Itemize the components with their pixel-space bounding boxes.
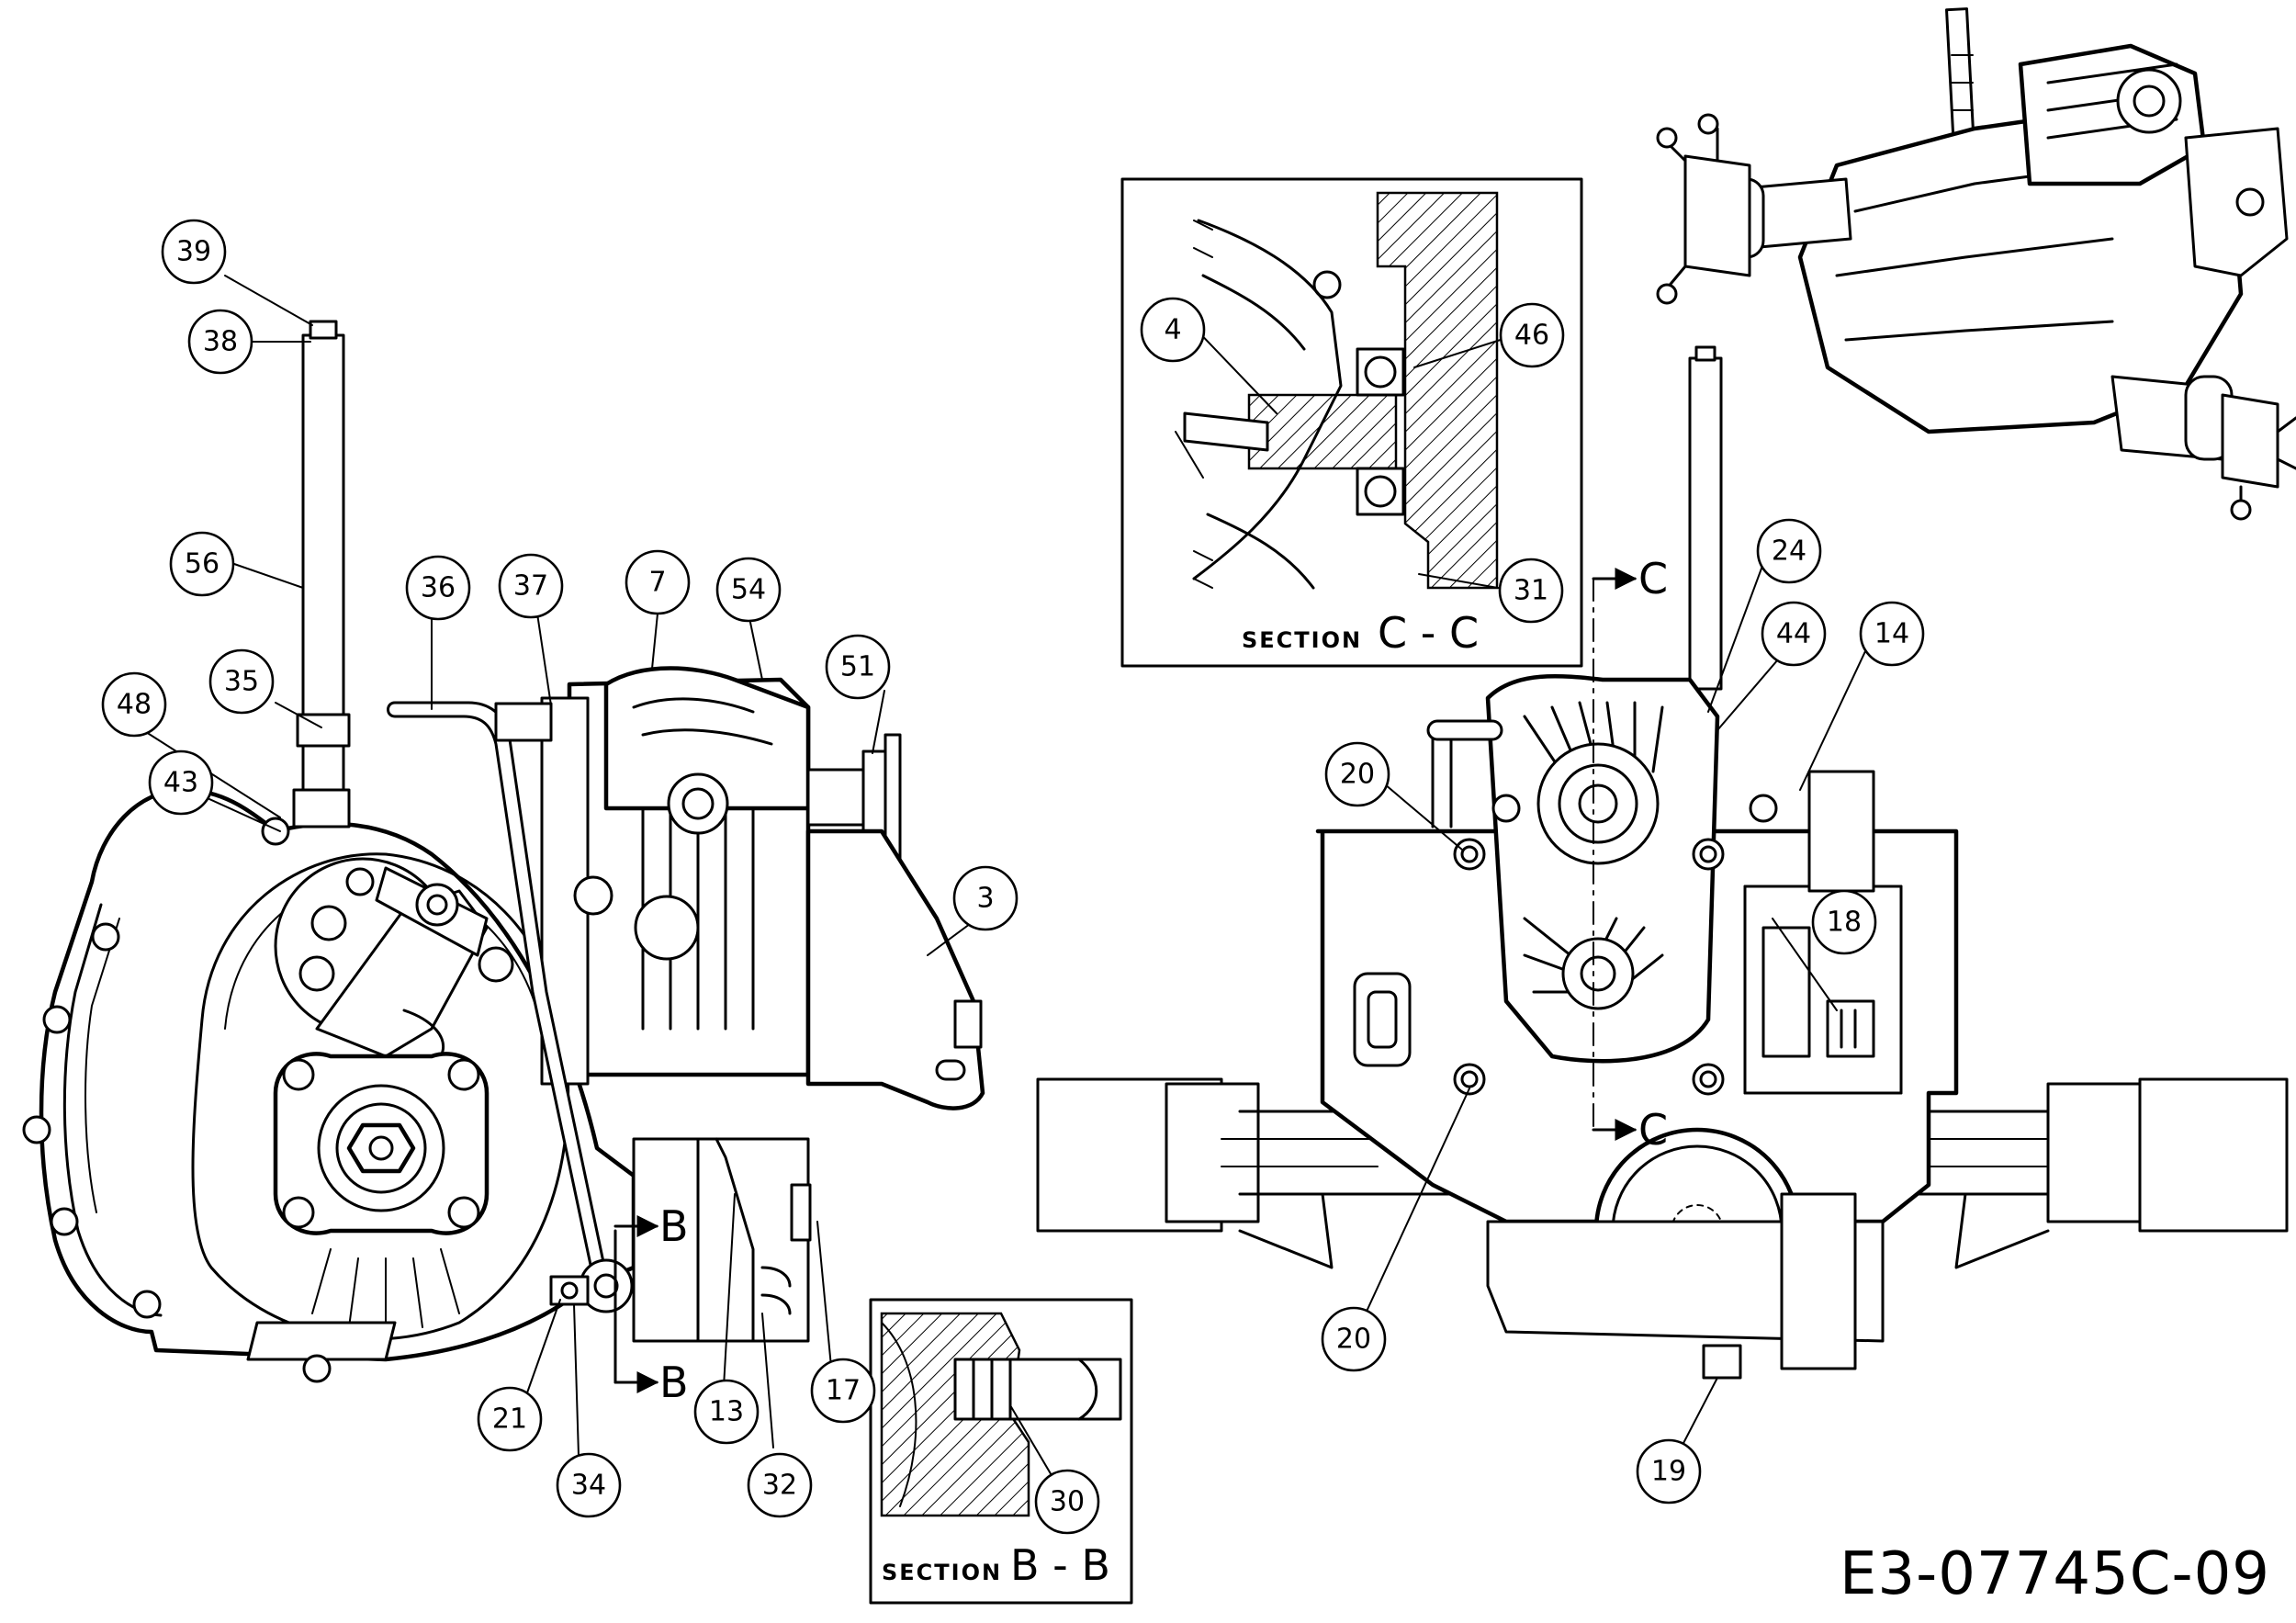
callout-21: 21 [477,1386,543,1452]
housing-bolts [22,817,290,1319]
callout-43: 43 [148,750,214,816]
section-b-marker-top: B [659,1201,689,1251]
callout-13: 13 [693,1379,760,1445]
callout-30: 30 [1034,1469,1100,1535]
svg-text:48: 48 [117,689,152,721]
callouts: 39 38 56 35 48 43 36 37 7 54 51 3 21 34 … [101,219,1925,1535]
callout-48: 48 [101,671,167,738]
diagram-code: E3-07745C-09 [1839,1540,2270,1608]
callout-3: 3 [952,865,1019,931]
svg-text:7: 7 [648,567,666,599]
svg-text:37: 37 [513,570,548,603]
transmission-rear-view [1036,345,2289,1380]
svg-text:19: 19 [1651,1456,1686,1488]
svg-text:35: 35 [224,666,259,698]
callout-44: 44 [1761,601,1827,667]
svg-text:20: 20 [1340,759,1375,791]
section-c-markers: C C [1592,554,1668,1155]
svg-text:30: 30 [1050,1486,1085,1518]
callout-18: 18 [1811,889,1877,955]
svg-text:31: 31 [1514,575,1548,607]
svg-text:21: 21 [492,1403,527,1436]
callout-38: 38 [187,309,253,375]
callout-14: 14 [1859,601,1925,667]
svg-text:36: 36 [421,572,456,604]
callout-20-top: 20 [1324,741,1390,807]
svg-text:43: 43 [163,767,198,799]
callout-32: 32 [747,1452,813,1518]
svg-text:20: 20 [1336,1324,1371,1356]
svg-text:54: 54 [731,574,766,606]
section-c-marker-top: C [1638,554,1668,603]
transmission-iso-view [1656,7,2296,521]
callout-19: 19 [1636,1438,1702,1505]
callout-36: 36 [405,555,471,621]
callout-54: 54 [715,557,782,623]
callout-20-bottom: 20 [1321,1306,1387,1372]
svg-text:44: 44 [1776,618,1811,650]
callout-35: 35 [208,648,275,715]
backplate-bolts [1453,794,1778,1096]
callout-4: 4 [1140,297,1206,363]
section-bb-inset: SECTION B - B [869,1298,1133,1605]
svg-text:4: 4 [1164,314,1181,346]
transmission-side-view [22,320,985,1383]
callout-7: 7 [625,549,691,615]
section-c-marker-bottom: C [1638,1105,1668,1155]
leader-lines [135,275,1874,1503]
callout-56: 56 [169,531,235,597]
svg-text:56: 56 [185,548,219,580]
svg-text:38: 38 [203,326,238,358]
svg-text:3: 3 [976,883,994,915]
section-b-markers: B B [613,1201,689,1407]
svg-text:18: 18 [1827,907,1862,939]
svg-text:32: 32 [762,1470,797,1502]
svg-text:13: 13 [709,1396,744,1428]
section-bb-big-label: B - B [1010,1540,1110,1590]
section-b-marker-bottom: B [659,1358,689,1407]
section-bb-small-label: SECTION [882,1560,1002,1585]
section-cc-inset: SECTION C - C [1120,177,1583,668]
svg-text:46: 46 [1514,320,1549,352]
svg-text:24: 24 [1772,535,1806,568]
svg-text:39: 39 [176,236,211,268]
callout-51: 51 [825,634,891,700]
section-cc-big-label: C - C [1378,608,1479,658]
section-cc-small-label: SECTION [1242,627,1362,653]
svg-text:17: 17 [826,1375,861,1407]
callout-31: 31 [1498,558,1564,624]
svg-text:34: 34 [571,1470,606,1502]
callout-34: 34 [556,1452,622,1518]
svg-text:14: 14 [1874,618,1909,650]
callout-24: 24 [1756,518,1822,584]
callout-46: 46 [1499,302,1565,368]
svg-text:51: 51 [840,651,875,683]
callout-37: 37 [498,553,564,619]
callout-17: 17 [810,1358,876,1424]
callout-39: 39 [161,219,227,285]
